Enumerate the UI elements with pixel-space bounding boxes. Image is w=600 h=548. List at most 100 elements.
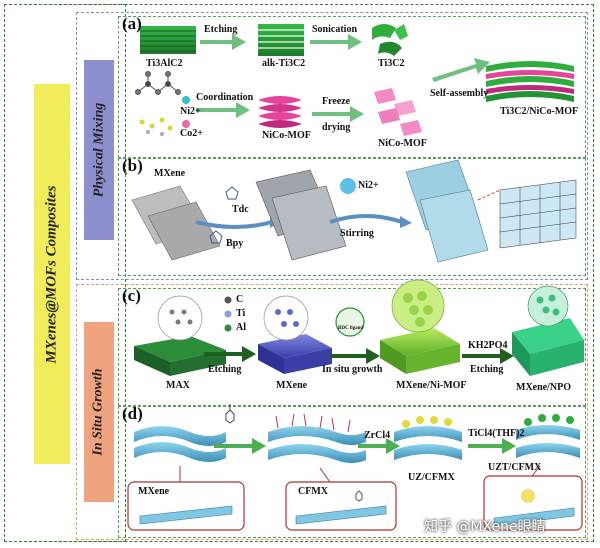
cfmx-sheets [268, 413, 366, 463]
bdc-ligand-badge [335, 307, 365, 337]
element-legend [224, 296, 232, 332]
label-drying: drying [322, 122, 351, 133]
metal-salt-cluster [139, 117, 173, 136]
mxene-block-c [258, 295, 332, 374]
label-cfmx: CFMX [298, 486, 328, 497]
nico-mof-sheets [374, 88, 422, 136]
panel-d-tag: (d) [122, 404, 143, 423]
arrow-stirring-head [400, 216, 412, 228]
ti3alc2-stack [140, 26, 196, 54]
label-ticl4: TiCl4(THF)2 [468, 428, 525, 439]
ni-sphere [340, 178, 356, 194]
crystal-structure-b [499, 179, 577, 249]
label-etching-a: Etching [204, 24, 238, 35]
label-ni-a: Ni2+ [180, 106, 201, 117]
arrow-zrcl4 [358, 438, 400, 454]
label-ti3c2: Ti3C2 [378, 58, 405, 69]
mxene-mof-composite-b [405, 159, 489, 263]
mxene-with-ligands [255, 169, 347, 261]
label-bdc-ligand: BDC ligand [338, 326, 364, 331]
label-sonication: Sonication [312, 24, 358, 35]
sidebar-title-box: MXenes@MOFs Composites [34, 84, 70, 464]
ti3c2-nico-mof-composite [486, 61, 574, 102]
label-composite-product: Ti3C2/NiCo-MOF [500, 106, 579, 117]
label-etching-c: Etching [208, 364, 242, 375]
cfmx-inset [285, 481, 397, 531]
panel-a-tag: (a) [122, 14, 142, 33]
alk-ti3c2-stack [258, 24, 304, 56]
physical-mixing-box [76, 12, 588, 280]
in-situ-growth-box [76, 284, 588, 540]
watermark: 知乎 @MXene眼睛 [424, 519, 546, 535]
arrow-in-situ-growth [330, 348, 380, 364]
label-uzt-cfmx: UZT/CFMX [488, 462, 542, 473]
arrow-etching-c [204, 346, 256, 362]
panel-c-tag: (c) [122, 286, 141, 305]
arrow-sonication [310, 34, 362, 50]
label-ni-b: Ni2+ [358, 180, 379, 191]
label-bpy: Bpy [226, 238, 244, 249]
mxene-ni-mof-block [380, 279, 460, 374]
co-ion [182, 120, 190, 128]
ti3c2-flakes [372, 24, 408, 56]
uz-cfmx-sheets [394, 416, 462, 460]
label-mxene-d: MXene [138, 486, 170, 497]
label-stirring: Stirring [340, 228, 374, 239]
mxene-npo-block [512, 285, 584, 376]
label-in-situ-growth: In situ growth [322, 364, 383, 375]
zoom-line-d2 [319, 467, 331, 483]
label-nico-mof-2: NiCo-MOF [378, 138, 427, 149]
nico-mof-stack [258, 96, 302, 128]
mxene-sheets-b [131, 185, 221, 261]
label-mxene-c: MXene [276, 380, 308, 391]
arrow-self-assembly [432, 58, 490, 82]
label-alk-ti3c2: alk-Ti3C2 [262, 58, 306, 69]
panel-b-tag: (b) [122, 156, 143, 175]
label-mxene-ni-mof: MXene/Ni-MOF [396, 380, 467, 391]
panel-a-box [118, 16, 586, 158]
panel-d-box [118, 406, 586, 538]
max-phase-block [134, 295, 226, 376]
arrow-coordination [196, 102, 250, 118]
ligand-molecules-b [209, 186, 239, 244]
label-freeze: Freeze [322, 96, 351, 107]
modifier-molecule [225, 404, 235, 424]
organic-ligand-molecule [135, 71, 181, 95]
panel-c-box [118, 288, 586, 406]
uzt-inset [483, 475, 583, 531]
label-uz-cfmx: UZ/CFMX [408, 472, 455, 483]
physical-mixing-label-box: Physical Mixing [84, 60, 114, 240]
label-mxene-b: MXene [154, 168, 186, 179]
label-kh2po4: KH2PO4 [468, 340, 508, 351]
label-ti-element: Ti [236, 308, 246, 319]
arrow-kh2po4 [462, 348, 514, 364]
label-mxene-npo: MXene/NPO [516, 382, 571, 393]
ni-ion [182, 96, 190, 104]
label-zrcl4: ZrCl4 [364, 430, 391, 441]
label-c-element: C [236, 294, 244, 305]
arrow-etching-a [200, 34, 246, 50]
panel-b-box [118, 158, 586, 276]
in-situ-growth-label-box: In Situ Growth [84, 322, 114, 502]
label-coordination: Coordination [196, 92, 254, 103]
label-tdc: Tdc [232, 204, 249, 215]
label-self-assembly: Self-assembly [430, 88, 489, 99]
left-column-frame [4, 4, 126, 542]
zoom-line-d3 [531, 465, 541, 477]
zoom-line-b [477, 189, 501, 201]
mxene-inset [127, 481, 245, 531]
label-max: MAX [166, 380, 190, 391]
arrow-freeze-drying [312, 106, 364, 122]
arrow-stirring [329, 214, 403, 224]
label-al-element: Al [236, 322, 246, 333]
arrow-functionalization [214, 438, 266, 454]
label-etching-c2: Etching [470, 364, 504, 375]
arrow-tdc-bpy [195, 220, 273, 229]
label-nico-mof-1: NiCo-MOF [262, 130, 311, 141]
arrow-ticl4 [468, 438, 516, 454]
mxene-sheets-d [134, 426, 226, 462]
label-ti3alc2: Ti3AlC2 [146, 58, 183, 69]
uzt-cfmx-sheets [516, 414, 580, 458]
label-co-a: Co2+ [180, 128, 203, 139]
